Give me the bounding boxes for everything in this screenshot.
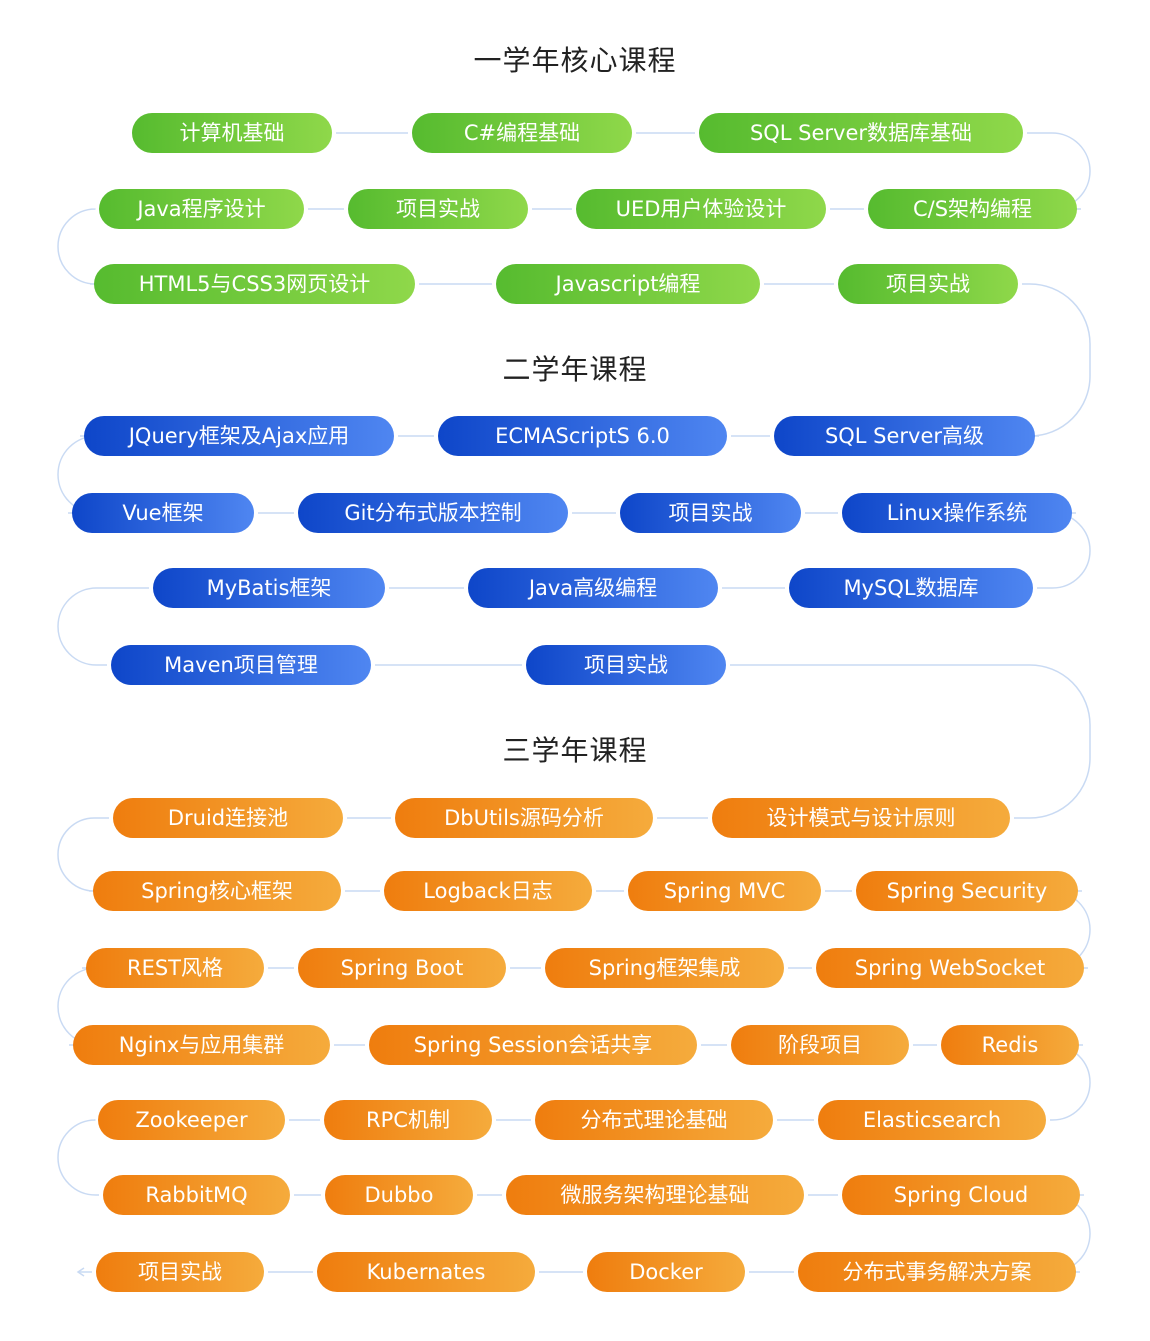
course-pill[interactable]: Linux操作系统 [842,493,1072,533]
course-pill[interactable]: RPC机制 [324,1100,492,1140]
course-pill[interactable]: 项目实战 [348,189,528,229]
section-title-year-3: 三学年课程 [502,734,648,767]
course-pill[interactable]: Spring WebSocket [816,948,1084,988]
section-title-year-2: 二学年课程 [502,353,648,386]
course-pill[interactable]: 项目实战 [96,1252,264,1292]
course-pill[interactable]: Spring MVC [628,871,821,911]
course-pill[interactable]: Git分布式版本控制 [298,493,568,533]
course-pill[interactable]: C/S架构编程 [868,189,1077,229]
course-pill[interactable]: Elasticsearch [818,1100,1046,1140]
course-pill[interactable]: Javascript编程 [496,264,760,304]
course-pill[interactable]: 阶段项目 [731,1025,909,1065]
course-pill[interactable]: Spring Session会话共享 [369,1025,697,1065]
section-title-year-1: 一学年核心课程 [473,44,677,77]
course-pill[interactable]: 分布式理论基础 [535,1100,773,1140]
course-pill[interactable]: Spring框架集成 [545,948,784,988]
course-pill[interactable]: Spring Security [856,871,1078,911]
course-pill[interactable]: Spring Boot [298,948,506,988]
course-pill[interactable]: UED用户体验设计 [576,189,826,229]
course-pill[interactable]: Spring核心框架 [93,871,341,911]
course-pill[interactable]: Spring Cloud [842,1175,1080,1215]
course-pill[interactable]: C#编程基础 [412,113,632,153]
end-arrow-icon [76,1267,85,1277]
course-pill[interactable]: DbUtils源码分析 [395,798,653,838]
course-pill[interactable]: HTML5与CSS3网页设计 [94,264,415,304]
course-pill[interactable]: 微服务架构理论基础 [506,1175,804,1215]
course-pill[interactable]: 分布式事务解决方案 [798,1252,1076,1292]
course-pill[interactable]: Dubbo [325,1175,473,1215]
course-pill[interactable]: Redis [941,1025,1079,1065]
course-pill[interactable]: MyBatis框架 [153,568,385,608]
course-pill[interactable]: 设计模式与设计原则 [712,798,1010,838]
course-pill[interactable]: Nginx与应用集群 [73,1025,330,1065]
course-pill[interactable]: 项目实战 [838,264,1018,304]
course-pill[interactable]: ECMAScriptS 6.0 [438,416,727,456]
course-pill[interactable]: Java高级编程 [468,568,718,608]
course-pill[interactable]: Logback日志 [384,871,592,911]
course-pill[interactable]: Vue框架 [72,493,254,533]
course-pill[interactable]: 项目实战 [620,493,801,533]
course-pill[interactable]: Maven项目管理 [111,645,371,685]
connector-curve [57,1119,99,1196]
course-pill[interactable]: MySQL数据库 [789,568,1033,608]
course-pill[interactable]: Docker [587,1252,745,1292]
course-pill[interactable]: REST风格 [86,948,264,988]
course-pill[interactable]: JQuery框架及Ajax应用 [84,416,394,456]
course-pill[interactable]: SQL Server数据库基础 [699,113,1023,153]
course-pill[interactable]: SQL Server高级 [774,416,1035,456]
course-pill[interactable]: 项目实战 [526,645,726,685]
course-pill[interactable]: RabbitMQ [103,1175,290,1215]
course-pill[interactable]: Kubernates [317,1252,535,1292]
connector-curve [57,208,96,285]
course-pill[interactable]: 计算机基础 [132,113,332,153]
course-pill[interactable]: Zookeeper [98,1100,285,1140]
course-pill[interactable]: Druid连接池 [113,798,343,838]
course-pill[interactable]: Java程序设计 [99,189,304,229]
